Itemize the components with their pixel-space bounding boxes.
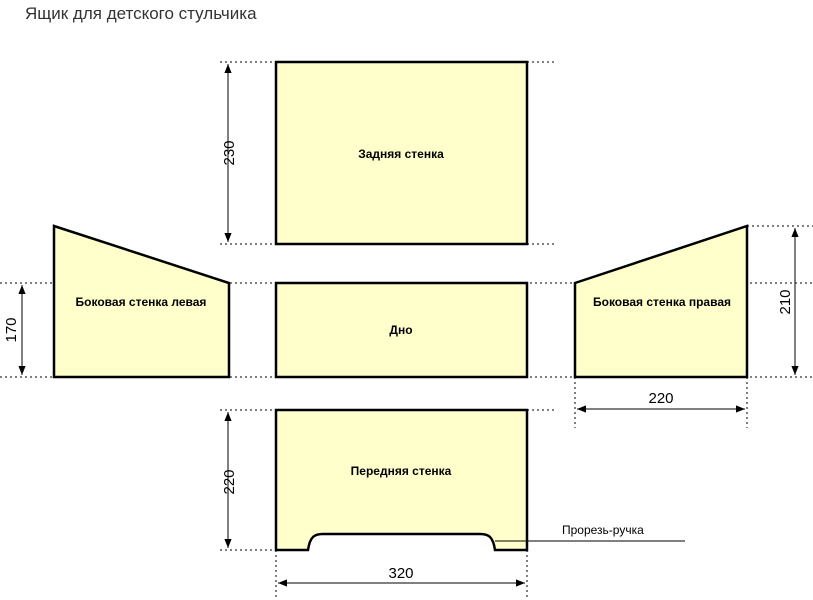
dimension-label: 230 [221,140,238,165]
front-panel-label: Передняя стенка [351,464,452,478]
bottom-panel [274,281,529,379]
left-side-panel [52,224,231,379]
right-side-panel [573,224,749,379]
dimension-label: 320 [388,565,413,582]
back-panel [274,60,529,246]
dimension-back-height: 230 [221,64,238,242]
page-title: Ящик для детского стульчика [25,4,257,23]
front-panel [274,408,529,552]
right-side-panel-label: Боковая стенка правая [593,295,731,309]
back-panel-label: Задняя стенка [358,147,444,161]
dimension-label: 220 [221,469,238,494]
bottom-panel-label: Дно [389,323,412,337]
dimension-label: 210 [777,289,794,314]
dimension-left-side-height: 170 [3,285,26,375]
dimension-label: 170 [3,317,20,342]
dimension-right-side-height: 210 [777,228,799,375]
cutout-leader: Прорезь-ручка [495,523,685,542]
dimension-right-side-width: 220 [577,390,745,413]
left-side-panel-label: Боковая стенка левая [76,295,207,309]
dimension-width: 320 [278,565,525,587]
dimension-front-height: 220 [221,412,238,548]
dimension-label: 220 [648,390,673,407]
cutout-label: Прорезь-ручка [562,523,644,537]
